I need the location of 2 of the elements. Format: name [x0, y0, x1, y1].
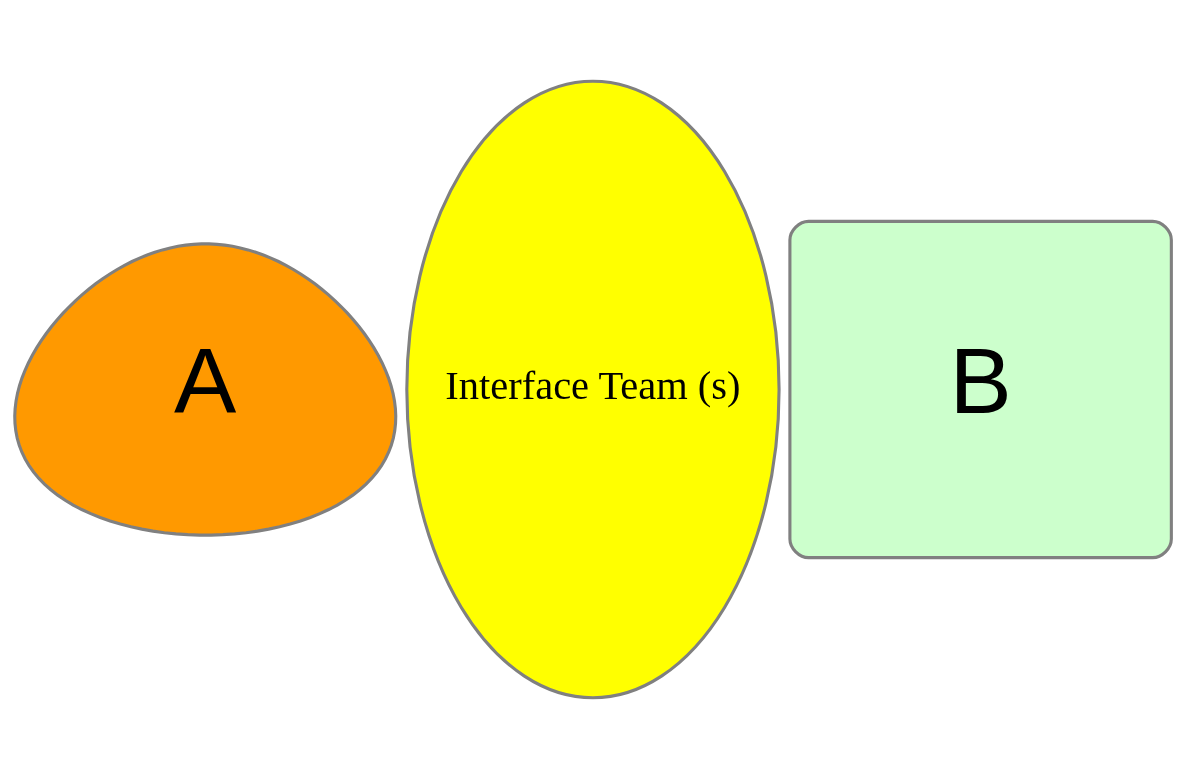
node-ellipse: Interface Team (s): [405, 79, 781, 699]
node-box: B: [788, 219, 1173, 559]
